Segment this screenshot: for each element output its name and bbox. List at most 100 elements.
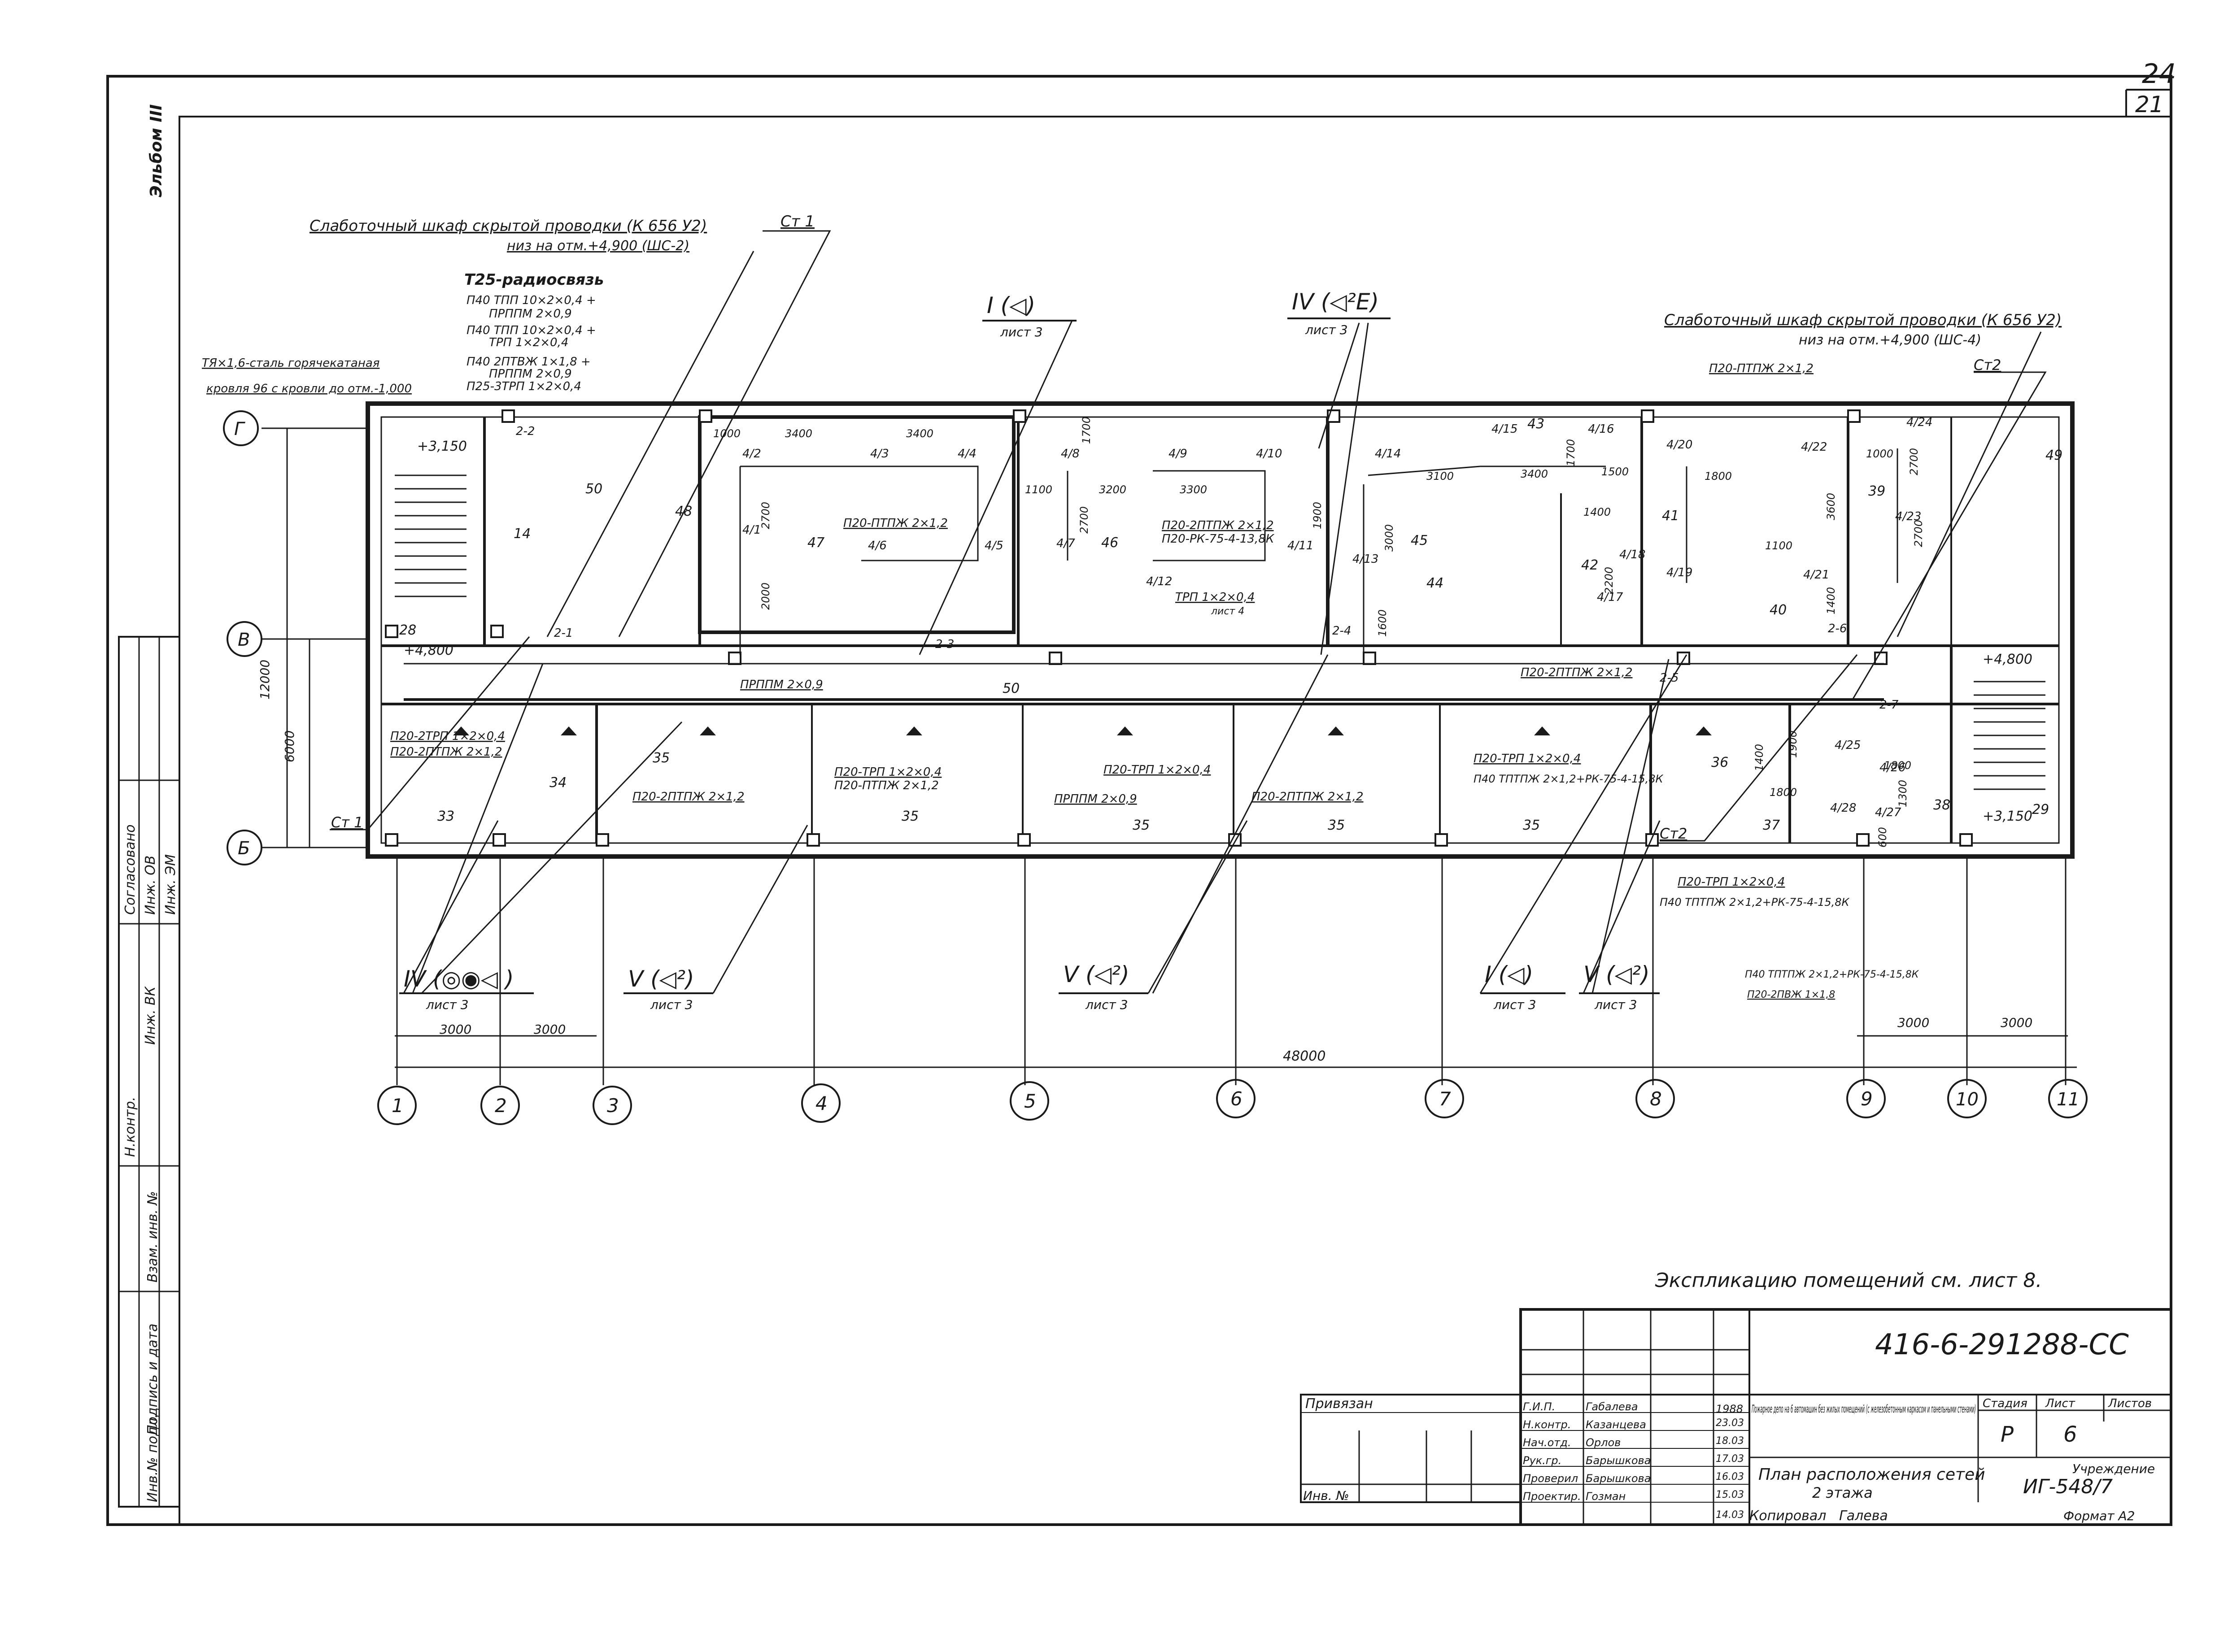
dim-1900b: 1900 — [1787, 730, 1799, 758]
dim-1100b: 1100 — [1765, 539, 1792, 552]
axis-col-5: 5 — [1024, 1090, 1036, 1112]
cable-c1: П20-ПТПЖ 2×1,2 — [843, 517, 948, 530]
room-43: 43 — [1527, 416, 1544, 432]
pt-4-8: 4/8 — [1061, 447, 1080, 461]
cabinet-st1: Ст 1 — [780, 213, 815, 230]
title-year: 1988 — [1716, 1403, 1743, 1415]
level-tl: +3,150 — [417, 439, 467, 454]
pt-4-13: 4/13 — [1352, 552, 1378, 566]
dim-600: 600 — [1876, 827, 1889, 848]
callout-4-sheet: лист 3 — [650, 997, 693, 1012]
radio-l1: П40 ТПП 10×2×0,4 + — [467, 294, 596, 307]
stamp-sign: Подпись и дата — [145, 1324, 161, 1435]
title-tied: Привязан — [1305, 1396, 1373, 1412]
pt-4-12: 4/12 — [1146, 575, 1172, 588]
sig-name-5: Гозман — [1586, 1490, 1626, 1503]
dim-half: 6000 — [282, 730, 297, 762]
cable-c14: П20-ТРП 1×2×0,4 — [1474, 752, 1581, 765]
pt-4-2: 4/2 — [742, 447, 761, 461]
radio-note: Т25-радиосвязь П40 ТПП 10×2×0,4 + ПРППМ … — [202, 271, 604, 396]
level-mr: +4,800 — [1983, 652, 2032, 667]
pt-4-6: 4/6 — [868, 539, 887, 552]
dim-1800b: 1800 — [1884, 759, 1911, 772]
cabinet-left: Слаботочный шкаф скрытой проводки (К 656… — [310, 217, 707, 235]
radio-tr: ТЯ×1,6-сталь горячекатаная — [202, 356, 379, 370]
pt-4-15: 4/15 — [1491, 422, 1517, 436]
pt-4-16: 4/16 — [1588, 422, 1614, 436]
stamp-row-4: Инж. ЭМ — [163, 854, 179, 915]
dim-1700b: 1700 — [1565, 439, 1577, 466]
room-28: 28 — [399, 622, 416, 638]
edge-note: Эльбом III — [147, 104, 166, 197]
dim-3000-c: 3000 — [1897, 1015, 1929, 1030]
box-2-7: 2-7 — [1879, 698, 1899, 712]
dim-1000b: 1000 — [1866, 448, 1893, 460]
sig-name-0: Габалева — [1586, 1400, 1638, 1413]
cable-c18: П40 ТПТПЖ 2×1,2+РК-75-4-15,8К — [1660, 896, 1850, 909]
pt-4-25: 4/25 — [1835, 739, 1861, 752]
dim-1800c: 1800 — [1770, 786, 1797, 799]
title-sheet-2: 2 этажа — [1812, 1484, 1873, 1501]
sig-date-4: 15.03 — [1716, 1489, 1744, 1500]
pt-4-18: 4/18 — [1619, 548, 1645, 561]
pt-4-5: 4/5 — [985, 539, 1003, 552]
dim-2700c: 2700 — [1908, 448, 1920, 475]
title-stage-h: Стадия — [1983, 1397, 2027, 1410]
title-block: 416-6-291288-СС Пожарное депо на 6 автом… — [1300, 1308, 2172, 1526]
title-code: 416-6-291288-СС — [1875, 1328, 2129, 1361]
pt-4-17: 4/17 — [1597, 591, 1623, 604]
sig-role-1: Н.контр. — [1523, 1418, 1571, 1431]
callout-3-sheet: лист 3 — [426, 997, 469, 1012]
radio-t25: Т25-радиосвязь — [464, 271, 604, 289]
dim-1700a: 1700 — [1080, 417, 1093, 444]
axis-col-4: 4 — [815, 1092, 828, 1114]
outer-frame — [106, 75, 2172, 1526]
cable-c10: ПРППМ 2×0,9 — [1054, 792, 1137, 806]
dim-1400b: 1400 — [1825, 587, 1837, 614]
axis-col-10: 10 — [1956, 1089, 1979, 1110]
cabinet-notes: Слаботочный шкаф скрытой проводки (К 656… — [310, 213, 2062, 842]
dim-1900: 1900 — [1311, 502, 1324, 529]
callout-5-sheet: лист 3 — [1085, 997, 1128, 1012]
side-stamp: Инв.№ подл. Подпись и дата Взам. инв. № … — [118, 636, 180, 1508]
cable-c16: П20-2ПТПЖ 2×1,2 — [1521, 666, 1633, 679]
dim-3200: 3200 — [1099, 483, 1126, 496]
pt-4-23: 4/23 — [1895, 510, 1921, 523]
stamp-replace: Взам. инв. № — [145, 1191, 161, 1282]
room-50b: 50 — [1003, 681, 1020, 696]
cable-c8: П20-ТРП 1×2×0,4 — [834, 765, 942, 779]
room-41: 41 — [1662, 508, 1679, 524]
room-44: 44 — [1426, 575, 1443, 591]
title-inv: Инв. № — [1303, 1488, 1349, 1503]
callout-4: V (◁²) — [628, 966, 694, 992]
room-35c: 35 — [1133, 817, 1150, 833]
pt-4-22: 4/22 — [1801, 440, 1827, 454]
pt-4-27: 4/27 — [1875, 806, 1901, 819]
room-39: 39 — [1868, 483, 1885, 499]
cable-c17: П20-ТРП 1×2×0,4 — [1678, 875, 1785, 889]
room-35a: 35 — [653, 750, 670, 766]
cable-c19: П40 ТПТПЖ 2×1,2+РК-75-4-15,8К — [1745, 969, 1919, 980]
room-38: 38 — [1933, 797, 1950, 813]
radio-l7: П25-3ТРП 1×2×0,4 — [467, 380, 581, 393]
axis-row-v: В — [238, 630, 250, 650]
cabinet-left-sub: низ на отм.+4,900 (ШС-2) — [507, 238, 689, 254]
row-axes: Г В Б 12000 6000 — [223, 410, 368, 865]
sig-name-3: Барышкова — [1586, 1454, 1651, 1467]
room-42: 42 — [1581, 557, 1598, 573]
room-35d: 35 — [1328, 817, 1345, 833]
cable-c5: ПРППМ 2×0,9 — [740, 678, 823, 691]
sheet-number-inner: 21 — [2135, 91, 2164, 117]
axis-col-1: 1 — [392, 1095, 404, 1117]
cabinet-st2-b: Ст2 — [1660, 825, 1687, 842]
dim-1400c: 1400 — [1753, 744, 1766, 771]
dim-3100: 3100 — [1426, 470, 1454, 483]
cable-c12: П20-2ПТПЖ 2×1,2 — [632, 790, 745, 804]
sig-name-2: Орлов — [1586, 1436, 1621, 1449]
pt-4-19: 4/19 — [1666, 566, 1692, 579]
level-ml: +4,800 — [404, 643, 453, 658]
dim-total: 48000 — [1283, 1048, 1325, 1064]
dim-2700b: 2700 — [1078, 506, 1090, 534]
cable-c15: П40 ТПТПЖ 2×1,2+РК-75-4-15,8К — [1474, 773, 1664, 785]
radio-tr2: кровля 96 с кровли до отм.-1,000 — [206, 382, 412, 396]
